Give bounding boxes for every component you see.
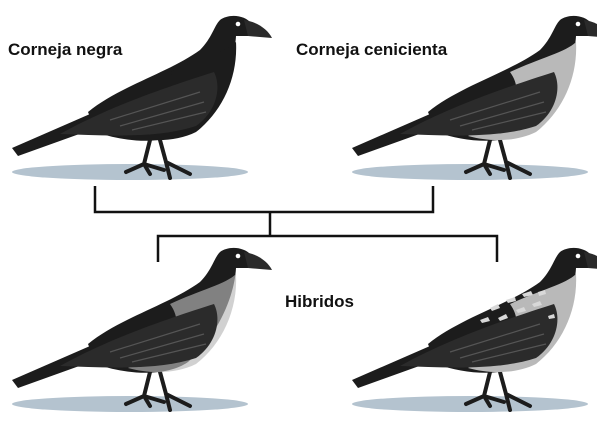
black-crow-label: Corneja negra — [8, 40, 122, 60]
hybrids-connector — [158, 236, 497, 262]
parents-connector — [95, 186, 433, 212]
hooded-crow-label: Corneja cenicienta — [296, 40, 447, 60]
hybrids-label: Hibridos — [285, 292, 354, 312]
hybrid-crow-speckled-illustration — [352, 248, 597, 412]
hybrid-crow-dark-illustration — [12, 248, 272, 412]
lineage-connectors — [95, 186, 497, 262]
